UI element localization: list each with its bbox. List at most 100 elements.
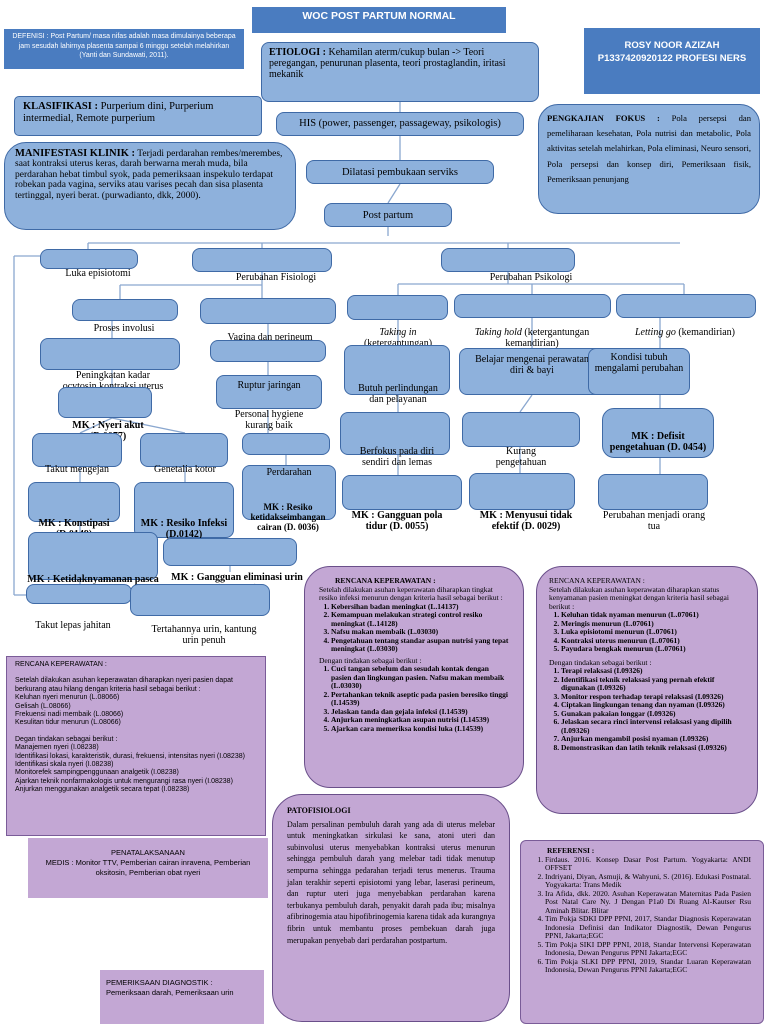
author-name: ROSY NOOR AZIZAH <box>624 40 720 51</box>
rencana-1-criteria-item: Kesulitan tidur menurun (L.08066) <box>15 719 121 727</box>
referensi-item: Ira Afida, dkk. 2020. Asuhan Keperawatan… <box>545 889 751 916</box>
taking-in-term: Taking in <box>379 327 417 338</box>
hygiene-label: Personal hygiene kurang baik <box>234 409 304 431</box>
etiologi-label: ETIOLOGI : <box>269 47 326 58</box>
diagnostik-text: Pemeriksaan darah, Pemeriksaan urin <box>106 988 234 997</box>
diagnostik-panel: PEMERIKSAAN DIAGNOSTIK : Pemeriksaan dar… <box>100 970 264 1024</box>
perdarahan-parent-node <box>242 433 330 455</box>
vagina-label: Vagina dan perineum <box>227 332 313 343</box>
rencana-2-action-item: Ajarkan cara memeriksa kondisi luka (I.1… <box>331 724 509 734</box>
rencana-3-action-item: Terapi relaksasi (I.09326) <box>561 666 745 676</box>
vagina-node <box>200 298 336 324</box>
rencana-3-criteria: Keluhan tidak nyaman menurun (L.07061) M… <box>549 610 745 654</box>
penatalaksanaan-panel: PENATALAKSANAAN MEDIS : Monitor TTV, Pem… <box>28 838 268 898</box>
rencana-2-criteria-item: Kemampuan melakukan strategi control res… <box>331 610 509 628</box>
his-box: HIS (power, passenger, passageway, psiko… <box>276 112 524 136</box>
referensi-item: Tim Pokja SIKI DPP PPNI, 2018, Standar I… <box>545 940 751 958</box>
mk-konstipasi-node <box>28 482 120 522</box>
perdarahan-node <box>242 465 336 520</box>
manifestasi-text: Terjadi perdarahan rembes/merembes, saat… <box>15 149 283 201</box>
referensi-item: Indriyani, Diyan, Asmuji, & Wahyuni, S. … <box>545 872 751 890</box>
rencana-2-action-item: Cuci tangan sebelum dan sesudah kontak d… <box>331 664 509 691</box>
penatalaksanaan-text: MEDIS : Monitor TTV, Pemberian cairan in… <box>45 858 251 877</box>
pengkajian-label: PENGKAJIAN FOKUS : <box>547 113 660 123</box>
rencana-2-criteria-item: Nafsu makan membaik (L.03030) <box>331 627 509 637</box>
rencana-3-criteria-item: Luka episiotomi menurun (L.07061) <box>561 627 745 637</box>
letting-go-desc: (kemandirian) <box>678 327 735 338</box>
klasifikasi-label: KLASIFIKASI : <box>23 101 98 112</box>
takut-jahitan-label: Takut lepas jahitan <box>35 620 111 631</box>
referensi-item: Firdaus. 2016. Konsep Dasar Post Partum.… <box>545 855 751 873</box>
manifestasi-label: MANIFESTASI KLINIK : <box>15 148 135 159</box>
rencana-2-title: RENCANA KEPERAWATAN : <box>335 576 436 585</box>
perubahan-ortu-label: Perubahan menjadi orang tua <box>602 510 706 532</box>
luka-episiotomi-label: Luka episiotomi <box>65 268 131 279</box>
diagnostik-title: PEMERIKSAAN DIAGNOSTIK : <box>106 978 213 987</box>
rencana-1-action-item: Manajemen nyeri (I.08238) <box>15 744 99 752</box>
perubahan-psikologi-node <box>441 248 575 272</box>
berfokus-node <box>340 412 450 455</box>
perdarahan-label: Perdarahan <box>266 467 312 478</box>
rencana-3-action-item: Jelaskan secara rinci intervensi relaksa… <box>561 717 745 735</box>
butuh-node <box>344 345 450 395</box>
perubahan-psikologi-label: Perubahan Psikologi <box>489 272 573 283</box>
rencana-3-actions: Terapi relaksasi (I.09326) Identifikasi … <box>549 666 745 753</box>
rencana-3-criteria-item: Payudara bengkak menurun (L.07061) <box>561 644 745 654</box>
rencana-2-action-item: Pertahankan teknik aseptic pada pasien b… <box>331 690 509 708</box>
rencana-1-action-item: Identifikasi lokasi, karakteristik, dura… <box>15 752 245 760</box>
tertahan-node <box>130 584 270 616</box>
rencana-1-title: RENCANA KEPERAWATAN : <box>15 661 107 668</box>
patofisiologi-title: PATOFISIOLOGI <box>287 806 351 815</box>
klasifikasi-text: Purperium dini, Purperium intermedial, R… <box>23 101 214 124</box>
butuh-label: Butuh perlindungan dan pelayanan <box>358 383 438 405</box>
rencana-1-action-intro: Degan tindakan sebagai berikut : <box>15 735 118 743</box>
rencana-2-actions: Cuci tangan sebelum dan sesudah kontak d… <box>319 664 509 734</box>
taking-hold-term: Taking hold <box>474 327 522 338</box>
rencana-1-criteria-item: Frekuensi nadi membaik (L.08066) <box>15 711 124 719</box>
referensi-item: Tim Pokja SLKI DPP PPNI, 2019, Standar L… <box>545 957 751 975</box>
rencana-3-action-item: Demonstrasikan dan latih teknik relaksas… <box>561 743 745 753</box>
rencana-3-intro: Setelah dilakukan asuhan keperawatan dih… <box>549 584 729 611</box>
rencana-1-action-item: Identifikasi skala nyeri (I.08238) <box>15 761 114 769</box>
letting-go-node <box>616 294 756 318</box>
rencana-3-criteria-item: Keluhan tidak nyaman menurun (L.07061) <box>561 610 745 620</box>
rencana-3-criteria-item: Kontraksi uterus menurun (L.07061) <box>561 636 745 646</box>
referensi-title: REFERENSI : <box>547 846 595 855</box>
pengkajian-text: Pola persepsi dan pemeliharaan kesehatan… <box>547 113 751 184</box>
eliminasi-parent-node <box>163 538 297 566</box>
patofisiologi-text: Dalam persalinan pembuluh darah yang ada… <box>287 819 495 945</box>
rencana-2-criteria-item: Pengetahuan tentang standar asupan nutri… <box>331 636 509 654</box>
author-id: P1337420920122 PROFESI NERS <box>597 53 747 64</box>
rencana-3-panel: RENCANA KEPERAWATAN : Setelah dilakukan … <box>536 566 758 814</box>
proses-involusi-label: Proses involusi <box>93 323 155 334</box>
taking-in-desc: (ketergantungan) <box>363 338 433 349</box>
manifestasi-box: MANIFESTASI KLINIK : Terjadi perdarahan … <box>4 142 296 230</box>
takut-label: Takut mengejan <box>45 464 109 475</box>
perubahan-fisiologi-label: Perubahan Fisiologi <box>235 272 317 283</box>
taking-hold-label: Taking hold (ketergantungan kemandirian) <box>462 327 602 349</box>
belajar-node: Belajar mengenai perawatan diri & bayi <box>459 348 605 395</box>
taking-in-node <box>347 295 448 320</box>
rencana-3-action-item: Monitor respon terhadap terapi relaksasi… <box>561 692 745 702</box>
mk-defisit-node: MK : Defisit pengetahuan (D. 0454) <box>602 408 714 458</box>
taking-hold-node <box>454 294 611 318</box>
rencana-3-action-item: Identifikasi teknik relaksasi yang perna… <box>561 675 745 693</box>
page-title: WOC POST PARTUM NORMAL <box>252 7 506 33</box>
rencana-1-actions: Manajemen nyeri (I.08238) Identifikasi l… <box>15 744 257 794</box>
rencana-3-action-intro: Dengan tindakan sebagai berikut : <box>549 657 652 667</box>
genetalia-node <box>140 433 228 467</box>
rencana-2-criteria-item: Kebersihan badan meningkat (L.14137) <box>331 602 509 612</box>
oksitosin-label: Peningkatan kadar ocytosin,kontraksi ute… <box>63 370 164 392</box>
rencana-1-action-item: Ajarkan teknik nonfarmakologis untuk men… <box>15 777 233 785</box>
mk-menyusui-node <box>469 473 575 510</box>
taking-in-label: Taking in (ketergantungan) <box>348 327 448 349</box>
etiologi-text: Kehamilan aterm/cukup bulan -> Teori per… <box>269 47 506 80</box>
perubahan-ortu-node <box>598 474 708 510</box>
oksitosin-node <box>40 338 180 370</box>
rencana-2-intro: Setelah dilakukan asuhan keperawatan dih… <box>319 584 503 602</box>
rencana-3-criteria-item: Meringis menurun (L.07061) <box>561 619 745 629</box>
mk-nyaman-node <box>28 532 158 580</box>
mk-tidur-node <box>342 475 462 510</box>
kondisi-node: Kondisi tubuh mengalami perubahan <box>588 348 690 395</box>
